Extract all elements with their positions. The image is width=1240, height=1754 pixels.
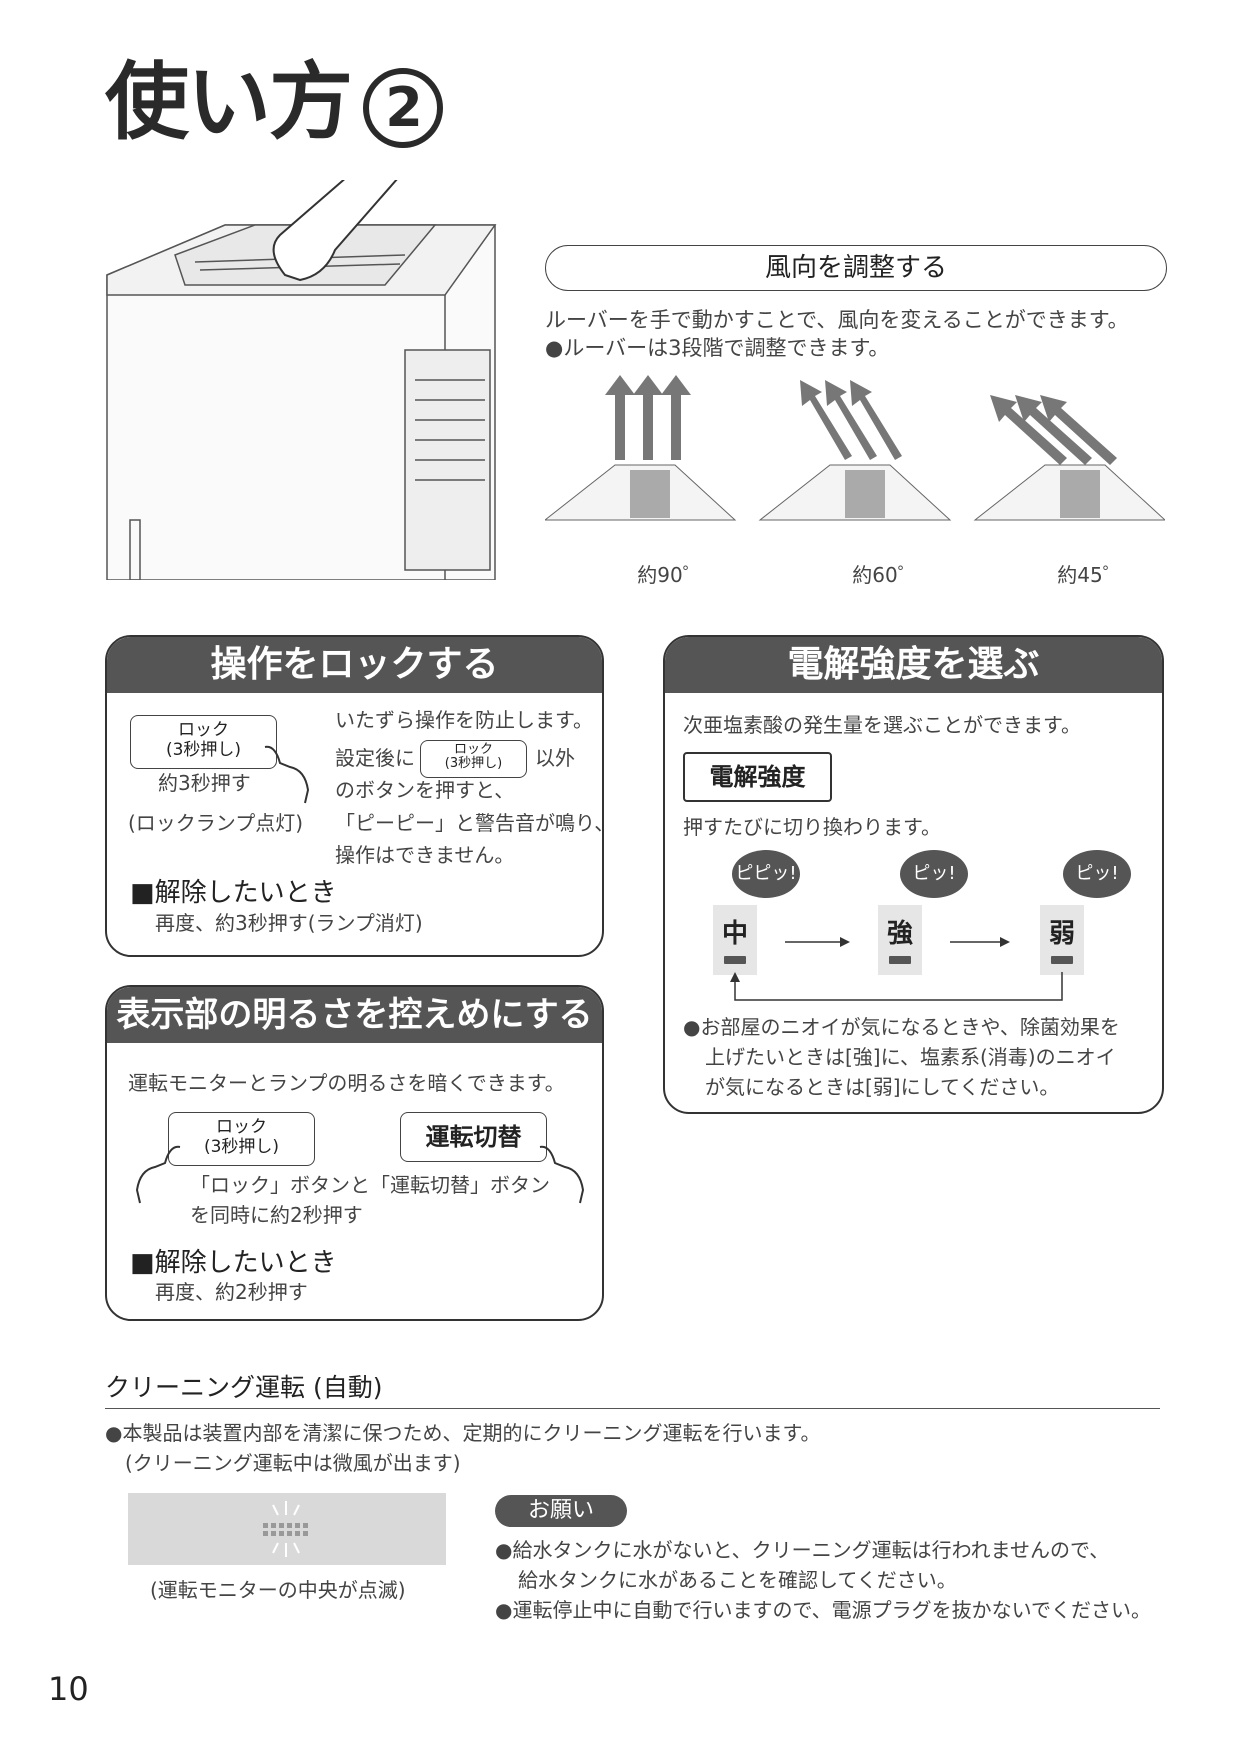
right-finger-icon — [539, 1145, 585, 1204]
pressing-finger-icon — [264, 745, 310, 804]
page-number: 10 — [48, 1670, 89, 1708]
arrow-strong-to-weak — [950, 937, 1010, 947]
mode-mid-label: 中 — [721, 919, 748, 949]
electrolysis-note3: が気になるときは[弱]にしてください。 — [705, 1075, 1060, 1099]
lock-desc2a: 設定後に — [335, 746, 415, 770]
electrolysis-heading: 電解強度を選ぶ — [665, 637, 1162, 693]
lock-button-line2: (3秒押し) — [165, 740, 242, 760]
mode-strong-bubble: ピッ! — [900, 850, 968, 898]
mode-weak-lamp — [1051, 956, 1073, 964]
left-finger-icon — [135, 1145, 181, 1204]
electrolysis-note2: 上げたいときは[強]に、塩素系(消毒)のニオイ — [705, 1045, 1116, 1069]
lock-press-label: 約3秒押す — [158, 771, 251, 795]
brightness-heading: 表示部の明るさを控えめにする — [107, 987, 602, 1043]
title-text: 使い方 — [105, 53, 353, 151]
wind-heading: 風向を調整する — [545, 245, 1167, 291]
arrow-mid-to-strong — [785, 937, 850, 947]
request-line1: ●給水タンクに水がないと、クリーニング運転は行われませんので、 — [495, 1538, 1110, 1562]
brightness-lock-button[interactable]: ロック (3秒押し) — [168, 1112, 315, 1166]
brightness-lock-line1: ロック — [216, 1117, 267, 1137]
title-number: 2 — [363, 68, 444, 149]
lock-desc4: 「ピーピー」と警告音が鳴り、 — [335, 811, 615, 835]
mode-weak: 弱 — [1040, 905, 1084, 975]
lock-button[interactable]: ロック (3秒押し) — [130, 715, 277, 769]
louver-60-diagram — [758, 380, 952, 521]
lock-release-title: ■解除したいとき — [130, 878, 337, 908]
angle-60-label: 約60゜ — [852, 563, 918, 587]
wind-desc: ルーバーを手で動かすことで、風向を変えることができます。 — [545, 308, 1129, 332]
lock-lamp-label: (ロックランプ点灯) — [128, 811, 304, 835]
lock-heading: 操作をロックする — [107, 637, 602, 693]
request-badge: お願い — [495, 1495, 627, 1527]
brightness-desc: 運転モニターとランプの明るさを暗くできます。 — [128, 1071, 565, 1095]
mode-mid-lamp — [724, 956, 746, 964]
electrolysis-desc: 次亜塩素酸の発生量を選ぶことができます。 — [683, 713, 1081, 737]
cleaning-line1: ●本製品は装置内部を清潔に保つため、定期的にクリーニング運転を行います。 — [105, 1421, 821, 1445]
lock-button-line1: ロック — [178, 720, 229, 740]
brightness-instr1: 「ロック」ボタンと「運転切替」ボタン — [190, 1173, 550, 1197]
mode-strong-label: 強 — [886, 919, 913, 949]
wind-bullet: ●ルーバーは3段階で調整できます。 — [545, 336, 890, 360]
lock-inline-button: ロック (3秒押し) — [420, 740, 527, 778]
electrolysis-button[interactable]: 電解強度 — [683, 752, 832, 802]
brightness-lock-line2: (3秒押し) — [203, 1137, 280, 1157]
monitor-caption: (運転モニターの中央が点滅) — [150, 1578, 406, 1602]
louver-diagrams — [545, 375, 1165, 521]
louver-45-diagram — [973, 395, 1165, 521]
brightness-release-text: 再度、約2秒押す — [155, 1280, 308, 1304]
mode-weak-bubble: ピッ! — [1063, 850, 1131, 898]
angle-45-label: 約45゜ — [1057, 563, 1123, 587]
mode-strong: 強 — [878, 905, 922, 975]
mode-mid: 中 — [713, 905, 757, 975]
cleaning-line2: (クリーニング運転中は微風が出ます) — [125, 1451, 461, 1475]
operation-monitor — [128, 1493, 446, 1565]
monitor-blink-icon — [263, 1501, 308, 1557]
request-line3: ●運転停止中に自動で行いますので、電源プラグを抜かないでください。 — [495, 1598, 1152, 1622]
arrow-weak-to-mid — [730, 972, 1063, 1001]
lock-desc1: いたずら操作を防止します。 — [335, 708, 593, 732]
mode-weak-label: 弱 — [1048, 919, 1075, 949]
lock-desc2b: 以外 — [535, 746, 575, 770]
request-line2: 給水タンクに水があることを確認してください。 — [518, 1568, 957, 1592]
hand-drawing — [272, 180, 398, 282]
lock-desc5: 操作はできません。 — [335, 843, 515, 867]
mode-cycle-arrows — [730, 937, 1063, 1001]
mode-mid-bubble: ピピッ! — [732, 850, 800, 898]
lock-panel: 操作をロックする — [105, 635, 604, 957]
electrolysis-note1: ●お部屋のニオイが気になるときや、除菌効果を — [683, 1015, 1120, 1039]
brightness-instr2: を同時に約2秒押す — [190, 1203, 363, 1227]
product-illustration — [106, 180, 497, 580]
lock-inline-line2: (3秒押し) — [444, 756, 503, 771]
cleaning-heading: クリーニング運転 (自動) — [105, 1373, 383, 1402]
mode-switch-button[interactable]: 運転切替 — [400, 1112, 547, 1162]
lock-inline-line1: ロック — [453, 742, 493, 757]
louver-90-diagram — [545, 375, 737, 521]
angle-90-label: 約90゜ — [637, 563, 703, 587]
electrolysis-switch-text: 押すたびに切り換わります。 — [683, 815, 941, 839]
cleaning-divider — [105, 1408, 1160, 1409]
lock-release-text: 再度、約3秒押す(ランプ消灯) — [155, 911, 423, 935]
brightness-release-title: ■解除したいとき — [130, 1248, 337, 1278]
mode-strong-lamp — [889, 956, 911, 964]
lock-desc3: のボタンを押すと、 — [335, 778, 515, 802]
